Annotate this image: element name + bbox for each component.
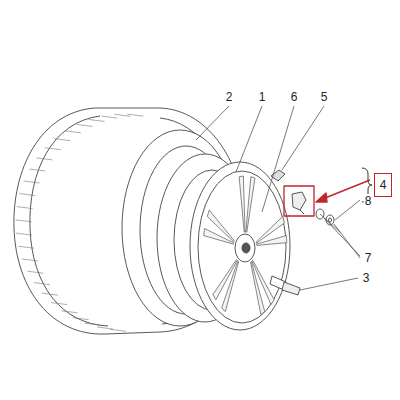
spoke (239, 176, 245, 232)
tread-line (16, 220, 32, 222)
tread-line (22, 259, 38, 261)
spoke (207, 210, 234, 242)
spoke (213, 259, 237, 299)
tread-line (127, 114, 143, 116)
spoke (246, 177, 255, 232)
tread-line (29, 169, 45, 171)
tread-line (17, 207, 33, 209)
tread-line (34, 283, 50, 285)
tread-line (73, 318, 89, 320)
tread-line (45, 148, 61, 150)
tread-line (24, 181, 40, 183)
callout-number: 4 (380, 178, 387, 192)
callout-number: 8 (364, 194, 373, 208)
callout-number: 1 (258, 90, 267, 104)
callout-number: 7 (364, 251, 373, 265)
tread-line (42, 293, 58, 295)
leader-lines (196, 106, 360, 290)
tread-line (110, 329, 126, 331)
valve-nut (316, 209, 334, 225)
tread-line (101, 116, 117, 118)
spoke (251, 262, 265, 315)
rim (157, 154, 290, 330)
tread-line (76, 124, 92, 126)
tread-line (19, 194, 35, 196)
tread-line (89, 119, 105, 121)
callout-number: 2 (225, 90, 234, 104)
tread-line (27, 271, 43, 273)
tread-line (97, 327, 113, 329)
red-arrow (316, 180, 370, 202)
tread-line (18, 246, 34, 248)
tpms-sensor (284, 186, 314, 216)
wheel-bolt (270, 276, 300, 295)
tread-line (114, 114, 130, 116)
tread-line (85, 323, 101, 325)
spoke (257, 236, 287, 246)
tread-line (61, 311, 77, 313)
callout-number: 6 (290, 90, 299, 104)
callout-number: 5 (320, 90, 329, 104)
tread-line (51, 303, 67, 305)
tread-line (16, 233, 32, 235)
callout-box: 4 (374, 173, 392, 197)
tread-line (65, 131, 81, 133)
callout-number: 3 (362, 271, 371, 285)
tread-line (54, 139, 70, 141)
tread-line (36, 158, 52, 160)
